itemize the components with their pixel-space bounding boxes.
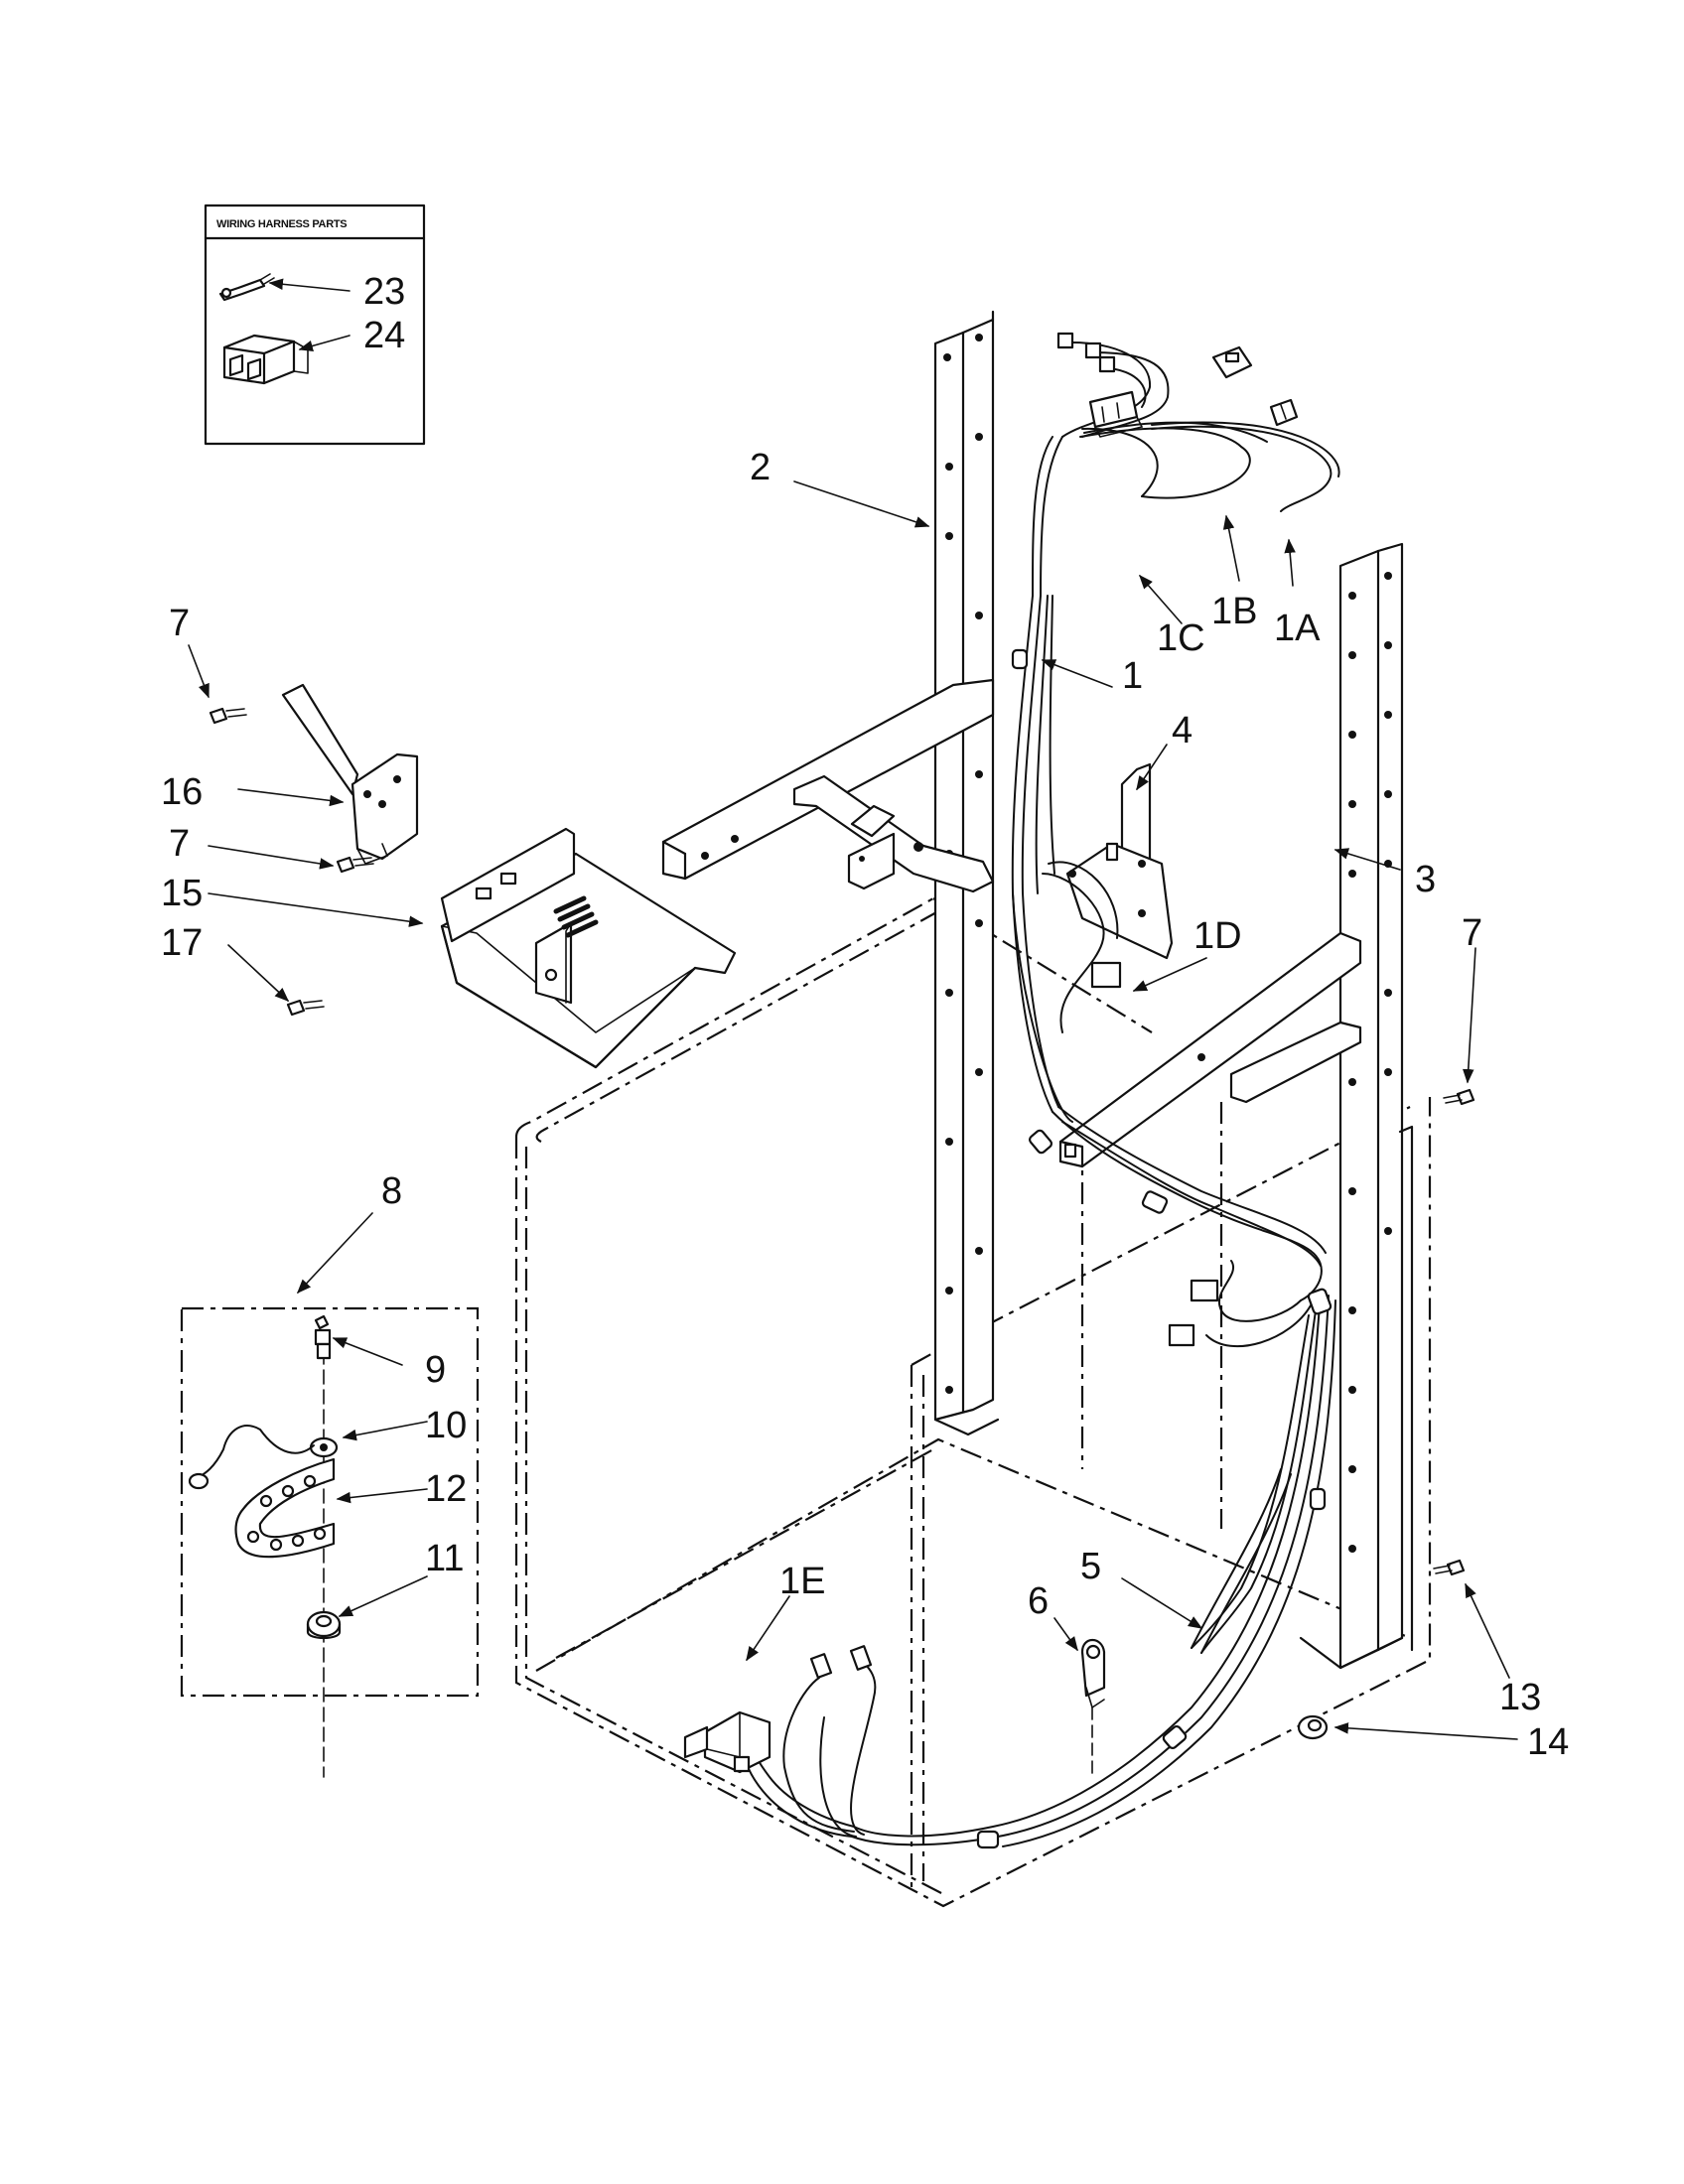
callout-13: 13	[1499, 1677, 1541, 1718]
callout-12: 12	[425, 1468, 467, 1510]
main-wire-harness-part-1	[683, 341, 1340, 1849]
bracket-part-4	[1065, 762, 1174, 960]
screw-part-13	[1433, 1559, 1466, 1576]
callout-14: 14	[1527, 1721, 1569, 1763]
callout-9: 9	[425, 1349, 446, 1391]
callout-15: 15	[161, 873, 203, 914]
inset-wiring-harness-parts: WIRING HARNESS PARTS 23 24	[204, 204, 426, 446]
callout-1B: 1B	[1211, 591, 1257, 632]
arrow-24	[298, 335, 351, 352]
callout-11: 11	[425, 1538, 464, 1579]
right-upright-part-3	[1058, 542, 1414, 1670]
callout-17: 17	[161, 922, 203, 964]
sensor-bracket-part-16	[281, 683, 419, 865]
callout-16: 16	[161, 771, 203, 813]
screw-part-7-upper	[209, 707, 247, 725]
callout-1A: 1A	[1274, 608, 1321, 649]
arrow-23	[268, 278, 351, 292]
connector-1C	[1088, 390, 1144, 438]
callout-3: 3	[1415, 859, 1436, 900]
terminal-part-23	[218, 273, 275, 302]
callout-1C: 1C	[1157, 617, 1205, 659]
connector-1E	[683, 1710, 772, 1774]
screw-part-7-right	[1443, 1088, 1475, 1106]
inset-part-8-ground-kit	[180, 1306, 480, 1778]
connector-1A	[1269, 398, 1299, 427]
screw-part-17	[286, 999, 325, 1017]
left-upright-part-2	[661, 310, 1000, 1436]
callout-6: 6	[1028, 1580, 1049, 1622]
callout-7-middle: 7	[169, 823, 190, 865]
callout-24: 24	[363, 315, 405, 356]
callout-23: 23	[363, 271, 405, 313]
callout-7-upper: 7	[169, 603, 190, 644]
control-bracket-part-15	[440, 827, 737, 1069]
callout-labels: 2 3 4 1 1C 1B 1A 1D 7 7 16 7 15 17 8 9 1…	[161, 447, 1569, 1763]
callout-1D: 1D	[1193, 915, 1242, 957]
top-connectors	[1056, 332, 1116, 373]
callout-8: 8	[381, 1170, 402, 1212]
callout-10: 10	[425, 1405, 467, 1446]
callout-1: 1	[1122, 655, 1143, 697]
clamp-part-6	[1080, 1638, 1106, 1778]
screw-part-7-middle	[336, 856, 374, 874]
callout-2: 2	[750, 447, 771, 488]
callout-4: 4	[1172, 710, 1193, 751]
inset-title: WIRING HARNESS PARTS	[216, 218, 347, 230]
connector-1B	[1211, 345, 1253, 379]
callout-7-right: 7	[1462, 912, 1482, 954]
callout-5: 5	[1080, 1546, 1101, 1587]
connector-part-24	[222, 334, 309, 385]
callout-1E: 1E	[779, 1561, 825, 1602]
washer-part-14	[1297, 1714, 1329, 1740]
leader-arrows	[188, 480, 1518, 1740]
